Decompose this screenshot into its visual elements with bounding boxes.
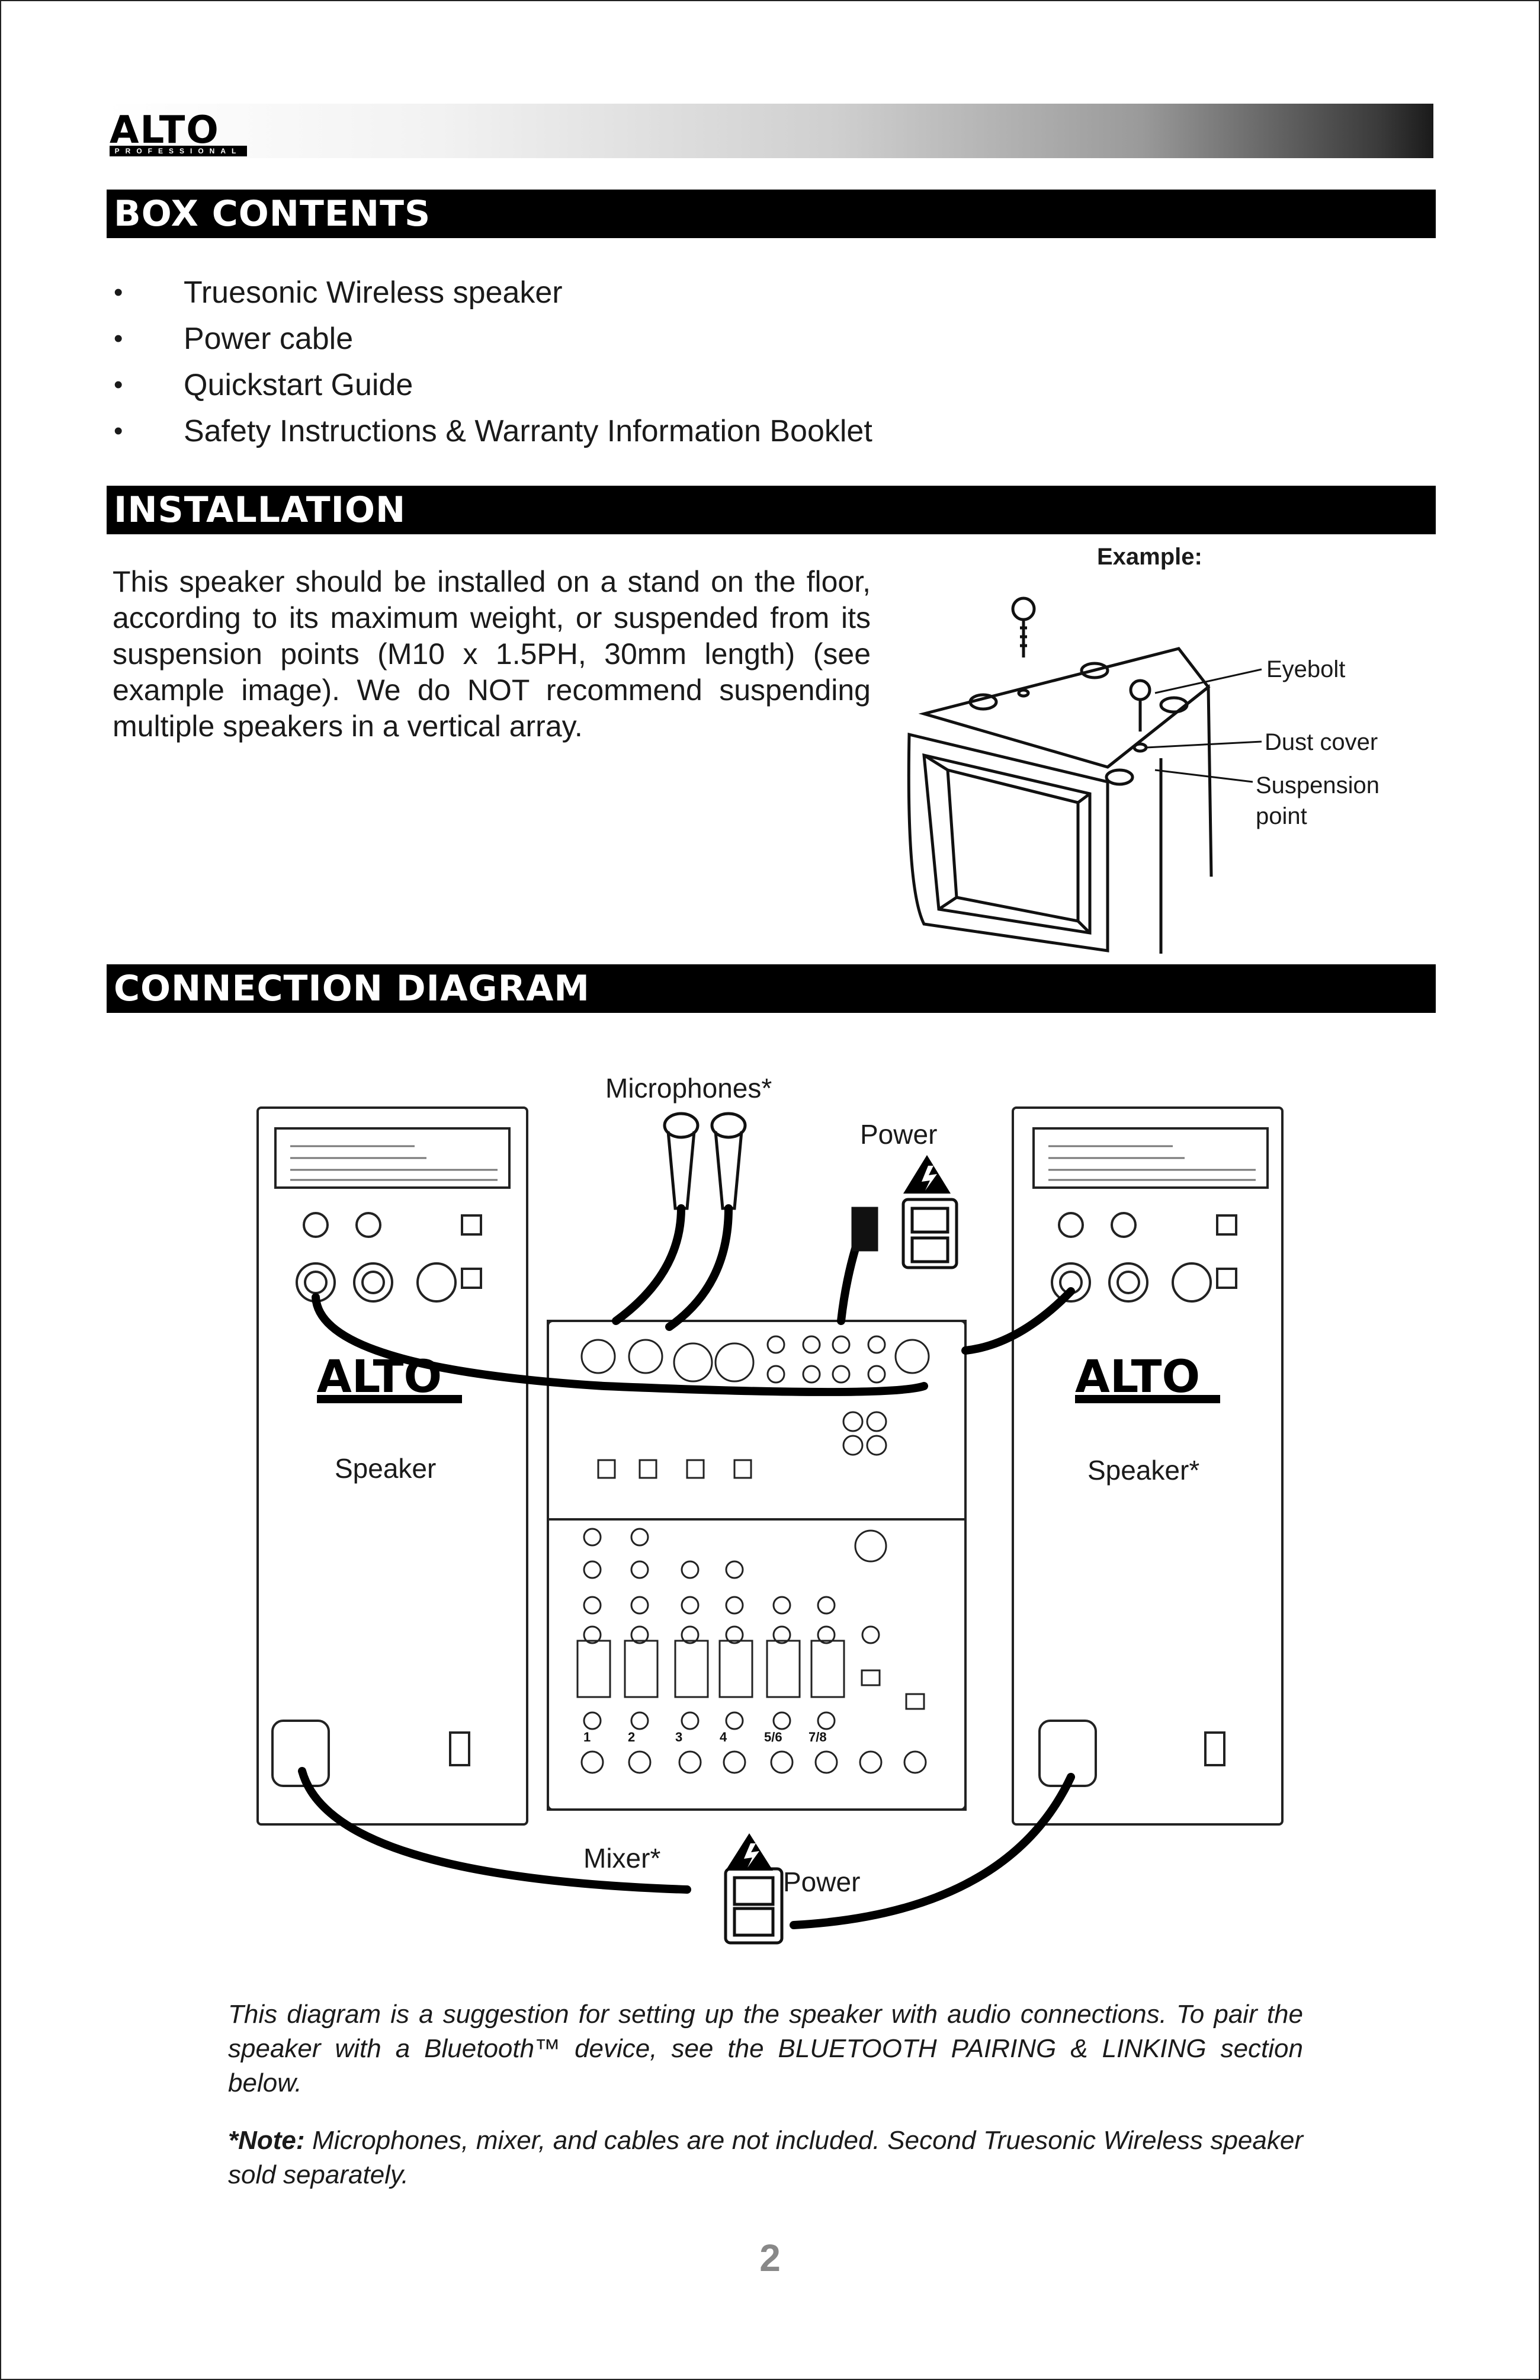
page-number: 2 [759,2237,781,2279]
section-title-installation: INSTALLATION [107,486,1436,534]
bullet-icon: • [114,416,123,445]
list-item: •Truesonic Wireless speaker [113,270,872,316]
connection-diagram: ALTO ALTO [256,1106,1284,1945]
bullet-icon: • [114,278,123,307]
callout-dust-cover: Dust cover [1265,729,1378,755]
label-speaker-right: Speaker* [1087,1455,1200,1486]
logo-subtitle: PROFESSIONAL [110,146,247,156]
section-title-box-contents: BOX CONTENTS [107,190,1436,238]
list-item: •Quickstart Guide [113,362,872,408]
note-body: Microphones, mixer, and cables are not i… [228,2126,1303,2189]
label-microphones: Microphones* [605,1073,772,1104]
bullet-icon: • [114,370,123,399]
bullet-icon: • [114,324,123,353]
speaker-suspension-illustration [907,596,1262,954]
label-power-top: Power [860,1119,938,1150]
list-item: •Safety Instructions & Warranty Informat… [113,408,872,454]
logo-wordmark: ALTO [110,108,220,152]
label-speaker-left: Speaker [335,1453,437,1484]
alto-logo: ALTO PROFESSIONAL [110,108,249,159]
channel-label: 1 [583,1730,591,1744]
callout-eyebolt: Eyebolt [1266,656,1346,682]
installation-body: This speaker should be installed on a st… [113,565,871,743]
list-item: •Power cable [113,316,872,362]
example-label: Example: [1097,544,1202,570]
diagram-caption: This diagram is a suggestion for setting… [228,2000,1303,2097]
section-title-connection-diagram: CONNECTION DIAGRAM [107,964,1436,1013]
note-label: *Note: [228,2126,305,2155]
channel-label: 7/8 [808,1730,827,1744]
box-contents-list: •Truesonic Wireless speaker •Power cable… [113,270,872,454]
right-speaker-logo: ALTO [1075,1350,1200,1403]
label-power-bottom: Power [783,1866,861,1897]
header-gradient-bar [107,104,1433,158]
channel-label: 2 [628,1730,635,1744]
diagram-note: *Note: Microphones, mixer, and cables ar… [228,2124,1303,2192]
callout-suspension-point: Suspension point [1256,772,1380,829]
channel-label: 3 [675,1730,682,1744]
channel-label: 5/6 [764,1730,782,1744]
channel-label: 4 [720,1730,727,1744]
label-mixer: Mixer* [583,1843,661,1874]
left-speaker-logo: ALTO [317,1350,442,1403]
